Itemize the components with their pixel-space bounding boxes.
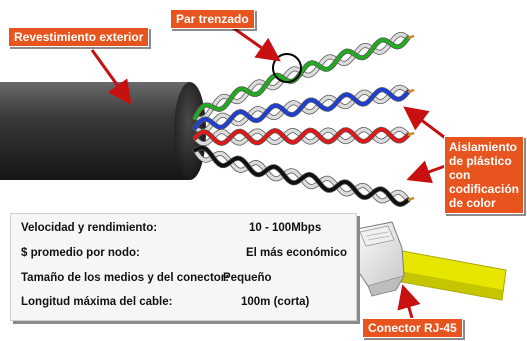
spec-label: Longitud máxima del cable:: [21, 296, 173, 308]
cable-jacket: [0, 82, 205, 180]
spec-value: Pequeño: [223, 272, 272, 284]
blue-pair-colored-wire: [193, 87, 410, 130]
arrow-connector: [397, 284, 421, 319]
spec-table: Velocidad y rendimiento: 10 - 100Mbps $ …: [10, 213, 357, 321]
spec-row: Longitud máxima del cable: 100m (corta): [11, 296, 356, 316]
insulation-label-line: de color: [449, 196, 496, 210]
twisted-wires: [192, 31, 415, 207]
insulation-label-line: de plástico: [449, 154, 512, 168]
spec-label: $ promedio por nodo:: [21, 247, 140, 259]
outer-jacket-label: Revestimiento exterior: [8, 27, 150, 47]
insulation-label-line: con: [449, 168, 471, 182]
arrow-insulation-2: [406, 160, 449, 184]
twisted-pair-label: Par trenzado: [170, 9, 255, 29]
yellow-cable-shade: [380, 268, 504, 300]
insulation-label: Aislamiento de plástico con codificación…: [444, 136, 524, 214]
spec-row: Tamaño de los medios y del conector: Peq…: [11, 272, 356, 292]
spec-value: 10 - 100Mbps: [249, 222, 322, 234]
spec-value: El más económico: [246, 247, 347, 259]
black-pair-colored-wire: [193, 145, 410, 207]
spec-row: Velocidad y rendimiento: 10 - 100Mbps: [11, 222, 356, 242]
spec-value: 100m (corta): [241, 296, 310, 308]
red-pair-copper-tip: [407, 131, 415, 137]
arrow-outer-jacket: [90, 49, 132, 105]
insulation-label-line: Aislamiento: [449, 140, 518, 154]
spec-label: Tamaño de los medios y del conector:: [21, 272, 230, 284]
green-pair-colored-wire: [193, 36, 410, 120]
rj45-plug: [351, 221, 405, 297]
twisted-pair-circle: [272, 53, 302, 83]
arrow-twisted-pair: [231, 25, 281, 62]
green-pair-copper-tip: [407, 34, 415, 40]
spec-row: $ promedio por nodo: El más económico: [11, 247, 356, 267]
insulation-label-line: codificación: [449, 182, 520, 196]
black-pair-copper-tip: [407, 196, 415, 202]
blue-pair-copper-tip: [407, 88, 415, 94]
spec-label: Velocidad y rendimiento:: [21, 222, 158, 234]
arrow-insulation-1: [403, 106, 449, 142]
red-pair-colored-wire: [193, 127, 410, 146]
connector-label: Conector RJ-45: [362, 318, 463, 338]
